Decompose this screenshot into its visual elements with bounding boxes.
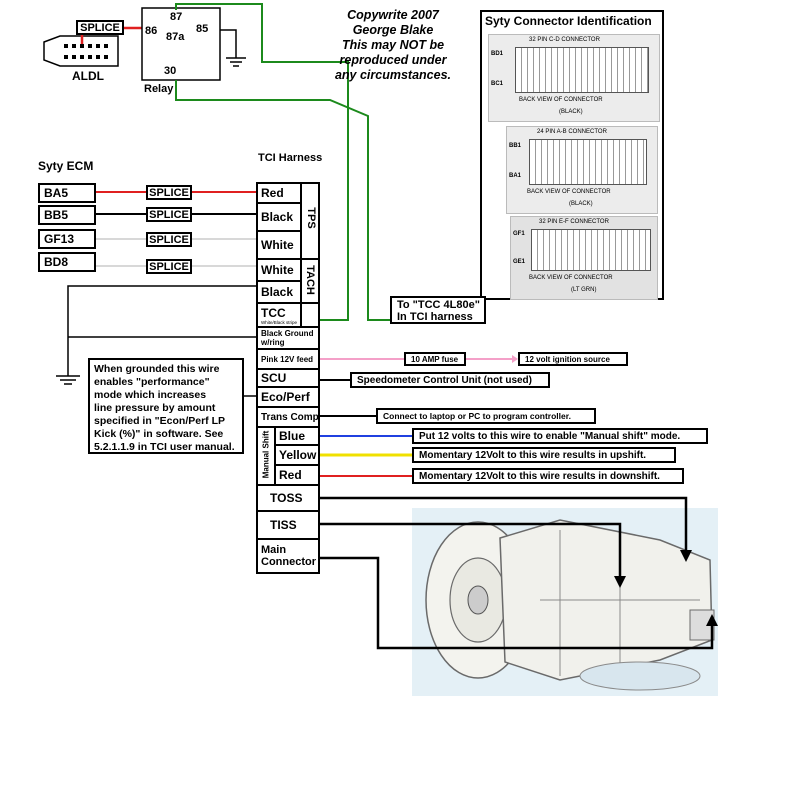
relay-body xyxy=(141,7,246,81)
perf-note-line: specified in "Econ/Perf LP xyxy=(94,415,226,427)
relay-pin-87a: 87a xyxy=(166,31,185,43)
perf-note-line: When grounded this wire xyxy=(94,363,220,375)
harness-row-black-ground: Black Ground w/ring xyxy=(256,326,320,350)
ecm-pin: BB5 xyxy=(38,205,96,225)
ecm-splice: SPLICE xyxy=(146,207,192,222)
tcc-target-line: In TCI harness xyxy=(397,311,473,323)
relay-87-green-wire xyxy=(175,3,349,321)
ecm-pin: BA5 xyxy=(38,183,96,203)
red-wire-note: Momentary 12Volt to this wire results in… xyxy=(412,468,684,484)
harness-row-toss: TOSS xyxy=(256,484,320,512)
manual-shift-label: Manual Shift xyxy=(261,430,271,479)
harness-row-blue: Blue xyxy=(274,426,320,446)
connector-header: 24 PIN A-B CONNECTOR xyxy=(537,129,607,135)
syty-connector-title: Syty Connector Identification xyxy=(485,14,652,28)
connector-color: (BLACK) xyxy=(559,109,583,115)
copyright-line: reproduced under xyxy=(339,53,447,67)
harness-row-tiss: TISS xyxy=(256,510,320,540)
connector-color: (LT GRN) xyxy=(571,287,597,293)
yellow-wire-note: Momentary 12Volt to this wire results in… xyxy=(412,447,676,463)
harness-row-tps-white: White xyxy=(256,230,302,260)
harness-row-eco-perf: Eco/Perf xyxy=(256,386,320,408)
ecm-pin: GF13 xyxy=(38,229,96,249)
connector-drawing xyxy=(531,229,651,271)
tcc-bracket xyxy=(300,302,320,328)
ecm-splice: SPLICE xyxy=(146,185,192,200)
connector-caption: BACK VIEW OF CONNECTOR xyxy=(529,275,613,281)
ecm-title: Syty ECM xyxy=(38,159,94,173)
connector-pin-label: BC1 xyxy=(491,81,504,87)
relay-pin-85: 85 xyxy=(196,23,209,35)
main-connector-line: Connector xyxy=(261,556,316,568)
scu-note: Speedometer Control Unit (not used) xyxy=(350,372,550,388)
aldl-splice: SPLICE xyxy=(76,20,124,35)
aldl-label: ALDL xyxy=(72,69,104,83)
tps-label: TPS xyxy=(305,207,317,229)
copyright-notice: Copywrite 2007 George Blake This may NOT… xyxy=(318,8,468,83)
connector-header: 32 PIN C-D CONNECTOR xyxy=(529,37,600,43)
perf-note: When grounded this wire enables "perform… xyxy=(88,358,244,454)
relay-pin-86: 86 xyxy=(145,25,158,37)
connector-ef: 32 PIN E-F CONNECTOR GF1 GE1 BACK VIEW O… xyxy=(510,216,658,300)
perf-note-line: 5.2.1.1.9 in TCI user manual. xyxy=(94,441,235,453)
connector-pin-label: GF1 xyxy=(513,231,525,237)
copyright-line: any circumstances. xyxy=(334,68,452,82)
transmission-illustration xyxy=(412,508,718,696)
connector-caption: BACK VIEW OF CONNECTOR xyxy=(519,97,603,103)
syty-connector-panel: Syty Connector Identification 32 PIN C-D… xyxy=(480,10,664,300)
tcc-target-note: To "TCC 4L80e" In TCI harness xyxy=(390,296,486,324)
perf-note-line: mode which increases xyxy=(94,389,207,401)
relay-label: Relay xyxy=(144,83,174,95)
harness-row-red: Red xyxy=(274,464,320,486)
harness-row-pink-feed: Pink 12V feed xyxy=(256,348,320,370)
connector-drawing xyxy=(515,47,649,93)
harness-row-tcc: TCC White/Black stripe xyxy=(256,302,302,328)
tcc-sublabel: White/Black stripe xyxy=(261,319,298,325)
main-connector-line: Main xyxy=(261,544,287,556)
relay-pin-30: 30 xyxy=(164,65,177,77)
harness-row-tps-red: Red xyxy=(256,182,302,204)
relay-30-green-wire xyxy=(175,80,392,321)
perf-note-line: enables "performance" xyxy=(94,376,210,388)
connector-pin-label: BA1 xyxy=(509,173,522,179)
trans-comp-note: Connect to laptop or PC to program contr… xyxy=(376,408,596,424)
connector-caption: BACK VIEW OF CONNECTOR xyxy=(527,189,611,195)
ecm-splice: SPLICE xyxy=(146,259,192,274)
harness-row-yellow: Yellow xyxy=(274,444,320,466)
harness-row-tach-black: Black xyxy=(256,280,302,304)
copyright-line: This may NOT be xyxy=(341,38,445,52)
tcc-label: TCC xyxy=(261,305,286,320)
connector-ab: 24 PIN A-B CONNECTOR BB1 BA1 BACK VIEW O… xyxy=(506,126,658,214)
connector-pin-label: BB1 xyxy=(509,143,522,149)
ignition-note: 12 volt ignition source xyxy=(518,352,628,366)
connector-drawing xyxy=(529,139,647,185)
harness-title: TCI Harness xyxy=(258,152,323,164)
harness-row-scu: SCU xyxy=(256,368,320,388)
aldl-connector xyxy=(43,35,119,67)
copyright-line: Copywrite 2007 xyxy=(347,8,439,22)
connector-color: (BLACK) xyxy=(569,201,593,207)
harness-row-main-connector: Main Connector xyxy=(256,538,320,574)
connector-pin-label: GE1 xyxy=(513,259,526,265)
perf-note-line: Kick (%)" in software. See xyxy=(94,428,224,440)
fuse-note: 10 AMP fuse xyxy=(404,352,466,366)
relay-pin-87: 87 xyxy=(170,11,183,23)
connector-header: 32 PIN E-F CONNECTOR xyxy=(539,219,609,225)
ecm-splice: SPLICE xyxy=(146,232,192,247)
connector-cd: 32 PIN C-D CONNECTOR BD1 BC1 BACK VIEW O… xyxy=(488,34,660,122)
ecm-pin: BD8 xyxy=(38,252,96,272)
tcc-target-line: To "TCC 4L80e" xyxy=(397,299,480,311)
perf-note-line: line pressure by amount xyxy=(94,402,216,414)
connector-pin-label: BD1 xyxy=(491,51,504,57)
harness-row-tps-black: Black xyxy=(256,202,302,232)
copyright-line: George Blake xyxy=(352,23,434,37)
blue-wire-note: Put 12 volts to this wire to enable "Man… xyxy=(412,428,708,444)
tach-label: TACH xyxy=(304,265,316,295)
harness-row-tach-white: White xyxy=(256,258,302,282)
